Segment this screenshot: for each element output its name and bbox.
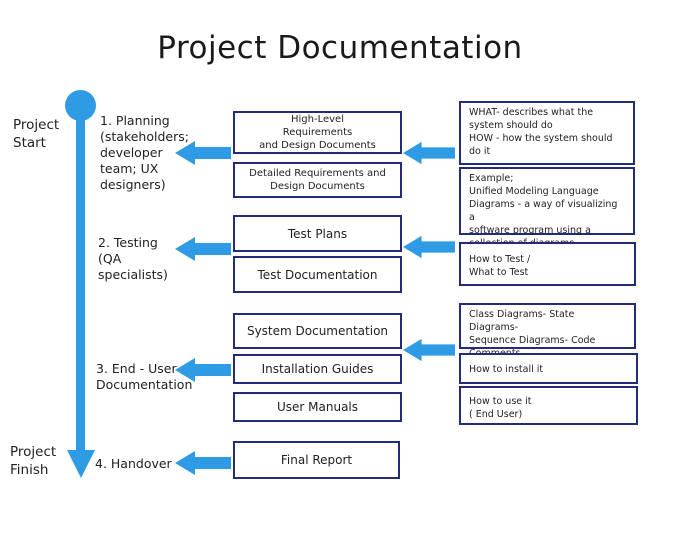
note-what-how: WHAT- describes what the system should d… <box>459 101 635 165</box>
timeline-line <box>76 100 85 452</box>
stage-end-user-label: 3. End - User Documentation <box>96 361 193 392</box>
doc-test-documentation: Test Documentation <box>233 256 402 293</box>
note-how-to-use: How to use it ( End User) <box>459 386 638 425</box>
doc-high-level-requirements: High-Level Requirements and Design Docum… <box>233 111 402 154</box>
note-how-to-test: How to Test / What to Test <box>459 242 636 286</box>
arrow-to-handover <box>175 451 231 475</box>
arrow-to-testing <box>175 237 231 261</box>
diagram-title: Project Documentation <box>157 30 523 66</box>
stage-planning-label: 1. Planning (stakeholders; developer tea… <box>100 113 189 192</box>
doc-final-report: Final Report <box>233 441 400 479</box>
doc-detailed-requirements: Detailed Requirements and Design Documen… <box>233 162 402 198</box>
project-start-label: Project Start <box>13 117 60 151</box>
timeline-end-arrowhead <box>67 450 95 478</box>
arrow-notes-to-test-docs <box>403 235 455 259</box>
project-finish-label: Project Finish <box>10 444 57 478</box>
doc-system-documentation: System Documentation <box>233 313 402 349</box>
stage-handover-label: 4. Handover <box>95 456 172 471</box>
doc-user-manuals: User Manuals <box>233 392 402 422</box>
note-uml-example: Example; Unified Modeling Language Diagr… <box>459 167 635 249</box>
note-how-to-install: How to install it <box>459 353 638 384</box>
arrow-notes-to-requirements <box>403 141 455 165</box>
arrow-to-end-user <box>175 358 231 382</box>
timeline-start-dot <box>65 90 96 121</box>
arrow-to-planning <box>175 141 231 165</box>
doc-test-plans: Test Plans <box>233 215 402 252</box>
doc-installation-guides: Installation Guides <box>233 354 402 384</box>
arrow-notes-to-user-docs <box>403 338 455 362</box>
note-class-diagrams: Class Diagrams- State Diagrams- Sequence… <box>459 303 636 359</box>
stage-testing-label: 2. Testing (QA specialists) <box>98 235 168 282</box>
